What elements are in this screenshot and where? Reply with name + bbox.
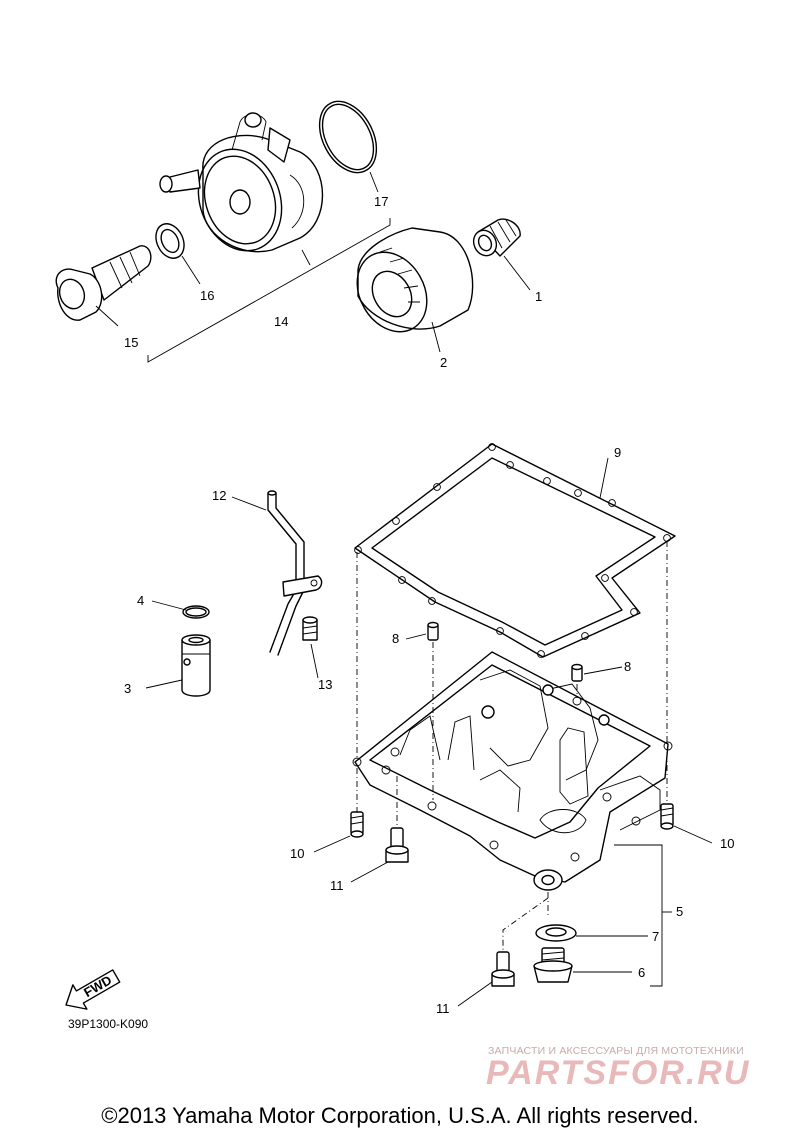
part-1-stud[interactable]	[470, 218, 521, 259]
part-6-drain-bolt[interactable]	[533, 947, 573, 983]
watermark-tagline: ЗАПЧАСТИ И АКСЕССУАРЫ ДЛЯ МОТОТЕХНИКИ	[488, 1045, 744, 1057]
part-14-oil-cooler[interactable]	[159, 112, 324, 263]
parts-diagram: FWD 17 1 16 14 15 2 9 12 4 8 8 13 3 10 1…	[55, 92, 734, 1016]
callout-8a: 8	[392, 631, 399, 646]
part-17-o-ring[interactable]	[308, 92, 388, 183]
callout-13: 13	[318, 677, 332, 692]
callout-10a: 10	[290, 846, 304, 861]
part-2-oil-filter[interactable]	[343, 227, 474, 344]
callout-3: 3	[124, 681, 131, 696]
part-16-washer[interactable]	[151, 219, 190, 263]
callout-2: 2	[440, 355, 447, 370]
callout-14: 14	[274, 314, 288, 329]
callout-15: 15	[124, 335, 138, 350]
part-12-pipe[interactable]	[267, 490, 323, 656]
part-4-o-ring[interactable]	[182, 605, 210, 619]
leaders-top	[95, 171, 531, 363]
callout-11a: 11	[330, 878, 344, 893]
copyright-notice: ©2013 Yamaha Motor Corporation, U.S.A. A…	[101, 1103, 699, 1128]
part-7-washer[interactable]	[535, 924, 577, 942]
part-15-union-bolt[interactable]	[55, 245, 152, 321]
callout-12: 12	[212, 488, 226, 503]
part-8-dowel-pin-a[interactable]	[427, 621, 439, 641]
part-10-bolt-right[interactable]	[660, 803, 674, 830]
callout-4: 4	[137, 593, 144, 608]
fwd-arrow-icon: FWD	[65, 969, 121, 1010]
part-8-dowel-pin-b[interactable]	[571, 663, 583, 682]
part-11-flange-bolt-a[interactable]	[385, 827, 409, 863]
part-9-gasket[interactable]	[354, 443, 676, 658]
callout-11b: 11	[436, 1001, 450, 1016]
leaders-bottom	[145, 457, 713, 1007]
part-11-flange-bolt-b[interactable]	[491, 951, 515, 987]
callout-17: 17	[374, 194, 388, 209]
diagram-code: 39P1300-K090	[68, 1017, 149, 1031]
callout-6: 6	[638, 965, 645, 980]
callout-7: 7	[652, 929, 659, 944]
callout-16: 16	[200, 288, 214, 303]
alignment-lines	[356, 541, 668, 952]
callout-1: 1	[535, 289, 542, 304]
callout-labels: 17 1 16 14 15 2 9 12 4 8 8 13 3 10 10 11…	[124, 194, 734, 1016]
watermark-logo: PARTSFOR.RU	[486, 1054, 751, 1092]
callout-10b: 10	[720, 836, 734, 851]
part-13-bolt[interactable]	[302, 616, 318, 641]
callout-5: 5	[676, 904, 683, 919]
callout-9: 9	[614, 445, 621, 460]
part-10-bolt-left[interactable]	[350, 811, 364, 838]
part-3-strainer[interactable]	[181, 634, 211, 697]
callout-8b: 8	[624, 659, 631, 674]
